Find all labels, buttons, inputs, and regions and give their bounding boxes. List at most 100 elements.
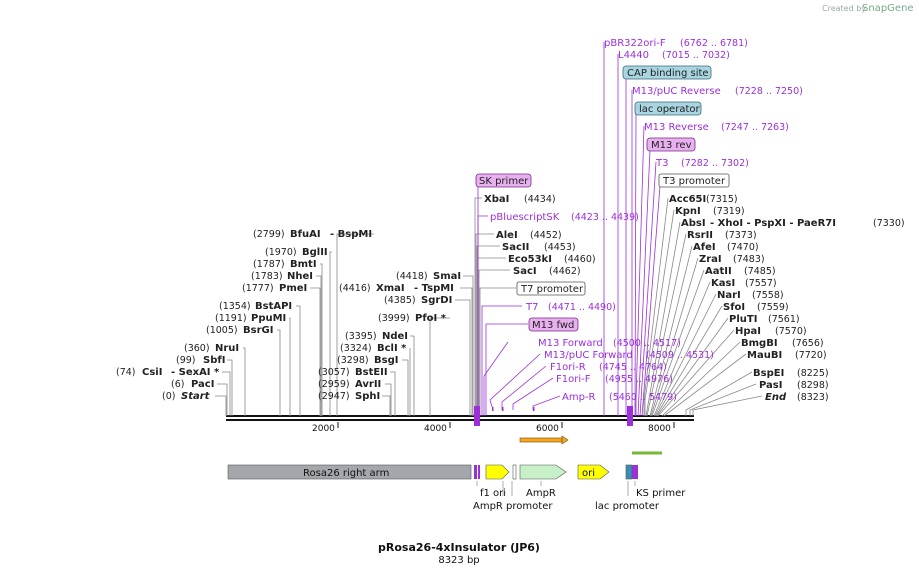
m13-reverse-label: M13 Reverse [644,122,709,133]
t3-promoter-label: T3 promoter [662,176,726,187]
site-coord: (3999) [378,313,410,324]
site-coord: (4385) [384,295,416,306]
primer-tick [502,407,504,411]
site-name: SphI [355,391,380,402]
top-feature-lines [603,42,661,417]
tick-label: 8000 [648,424,671,434]
site-name: - XhoI - PspXI - PaeR7I [710,218,836,229]
t7-label: T7 [525,302,538,313]
rosa26-arm [227,464,472,480]
site-name: PmeI [279,283,307,294]
mid-leader-lines [382,275,474,416]
site-name: SacI [513,266,537,277]
f1-ori-label: f1 ori [480,488,506,499]
feature-coord: (4955 .. 4976) [605,374,673,385]
snapgene-logo: SnapGene [862,3,914,14]
site-name: AleI [496,230,518,241]
site-name: XbaI [484,194,509,205]
site-coord: (7330) [873,218,905,229]
site-coord: (4453) [544,242,576,253]
l4440-label: L4440 [618,50,649,61]
site-coord: (6) [171,379,184,390]
site-name: BstAPI [255,301,292,312]
site-name: PacI [191,379,214,390]
site-coord: (7558) [752,290,784,301]
mid-site-labels: (2947) SphI (2959) AvrII (3057) BstEII (… [318,271,461,402]
site-coord: (2947) [318,391,350,402]
site-coord: (4416) [339,283,371,294]
site-coord: (7319) [713,206,745,217]
left-leader-lines [215,233,374,416]
site-coord: (4462) [549,266,581,277]
site-coord: (7470) [727,242,759,253]
site-coord: (1783) [251,271,283,282]
feature-coord: (7015 .. 7032) [662,50,730,61]
site-coord: (1777) [242,283,274,294]
ori-label: ori [582,468,595,479]
site-coord: (1191) [215,313,247,324]
feature-coord: (4500 .. 4517) [613,338,681,349]
site-coord: (1005) [206,325,238,336]
amp-r-label: Amp-R [562,392,596,403]
site-coord: (3324) [340,343,372,354]
sk-primer-badge [475,173,532,188]
map-subtitle: 8323 bp [438,555,479,566]
lac-operator-badge [634,101,702,116]
site-name: BsrGI [243,325,273,336]
site-coord: (8323) [797,392,829,403]
mcs-marker [474,406,480,426]
ampr-promoter-box [512,464,517,480]
site-coord: (4460) [564,254,596,265]
site-name: CsiI [142,367,162,378]
ks-box [632,465,638,479]
site-name: BsgI [374,355,398,366]
site-name: XmaI [376,283,405,294]
site-name: MauBI [747,350,782,361]
m13-fwd-label: M13 fwd [532,320,574,331]
feature-coord: (4509 .. 4531) [646,350,714,361]
site-name: SgrDI [421,295,452,306]
lac-promoter-label: lac promoter [595,501,660,512]
site-name: AbsI [681,218,706,229]
feature-coord: (7228 .. 7250) [735,86,803,97]
t7-promoter-badge [516,281,586,296]
lac-operator-label: lac operator [639,104,700,115]
ori-arrow [577,464,610,480]
site-name: NheI [287,271,313,282]
site-name: - BspMI [330,229,372,240]
site-name: BfuAI [290,229,321,240]
right-leader-lines [643,197,763,417]
site-coord: (7483) [733,254,765,265]
site-coord: (99) [176,355,196,366]
site-name: AatII [705,266,732,277]
feature-coord: (4745 .. 4764) [599,362,667,373]
site-name: HpaI [735,326,761,337]
site-name: - SexAI * [171,367,220,378]
site-coord: (7720) [795,350,827,361]
site-coord: (4452) [530,230,562,241]
site-coord: (7557) [745,278,777,289]
map-title: pRosa26-4xInsulator (JP6) [378,541,540,554]
left-site-labels: (0) Start (6) PacI (74) CsiI - SexAI * (… [116,229,372,402]
site-name: Eco53kI [508,254,552,265]
site-name: Start [181,391,211,402]
feature-coord: (4471 .. 4490) [548,302,616,313]
feature-mark [478,465,480,479]
sk-primer-label: SK primer [479,176,529,187]
site-coord: (2959) [318,379,350,390]
site-coord: (1970) [265,247,297,258]
tick-label: 2000 [312,424,335,434]
lac-box [625,464,633,480]
feature-row: Rosa26 right arm ori f1 ori AmpR AmpR pr… [227,464,686,512]
site-coord: (8298) [797,380,829,391]
lac-marker [627,406,633,426]
site-coord: (4434) [524,194,556,205]
t3-label: T3 [655,158,668,169]
site-coord: (7373) [725,230,757,241]
site-coord: (360) [184,343,210,354]
site-name: RsrII [687,230,713,241]
site-name: AfeI [693,242,716,253]
site-name: KpnI [675,206,701,217]
site-coord: (7570) [775,326,807,337]
site-name: BclI * [377,343,407,354]
